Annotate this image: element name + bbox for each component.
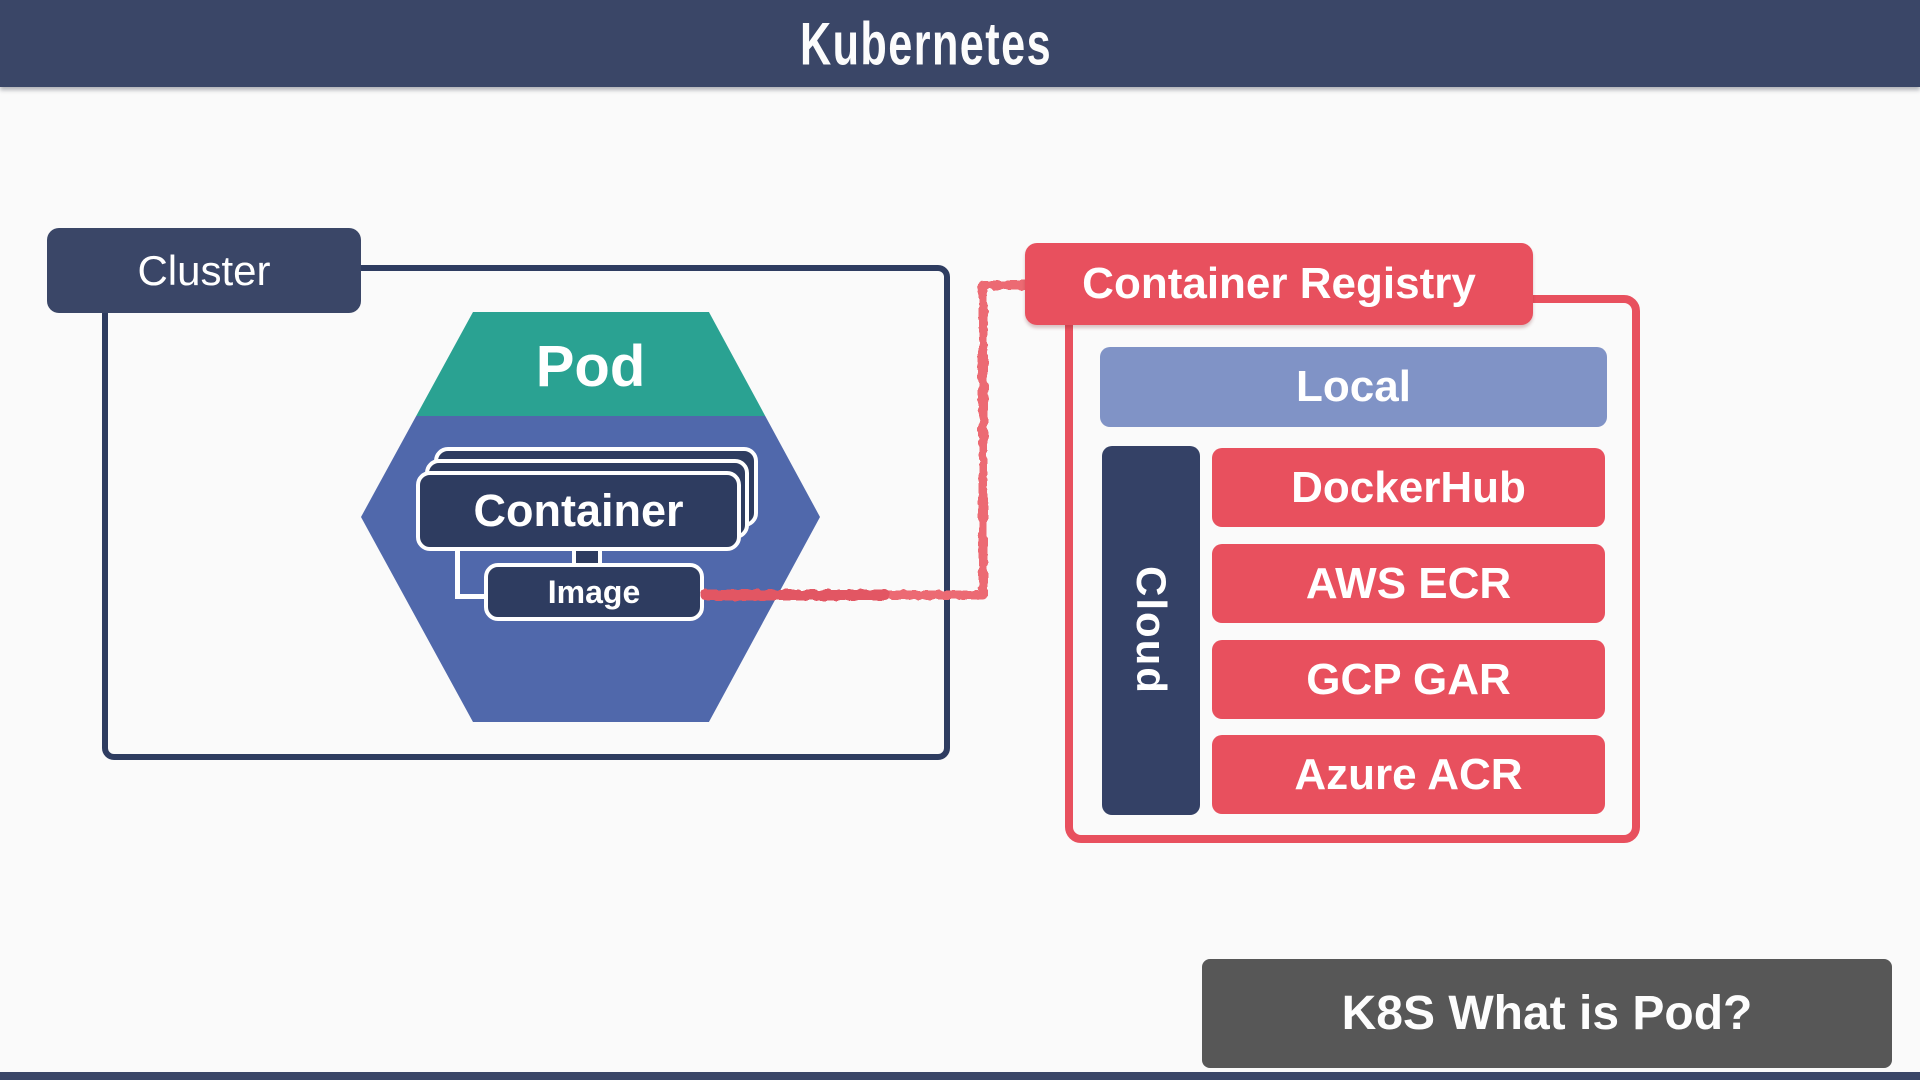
registry-row-dockerhub: DockerHub — [1212, 448, 1605, 527]
container-image-bracket-horizontal — [455, 594, 487, 599]
footer-bar — [0, 1072, 1920, 1080]
container-card-front: Container — [416, 471, 741, 551]
registry-cloud-label: Cloud — [1128, 566, 1175, 695]
registry-title-badge: Container Registry — [1025, 243, 1533, 325]
registry-row-aws-ecr: AWS ECR — [1212, 544, 1605, 623]
cluster-label: Cluster — [47, 228, 361, 313]
image-box: Image — [484, 563, 704, 621]
registry-cloud-bar: Cloud — [1102, 446, 1200, 815]
caption-box: K8S What is Pod? — [1202, 959, 1892, 1068]
pod-title: Pod — [535, 333, 646, 399]
page-title: Kubernetes — [799, 10, 1053, 77]
registry-row-gcp-gar: GCP GAR — [1212, 640, 1605, 719]
header-bar: Kubernetes — [0, 0, 1920, 87]
registry-row-azure-acr: Azure ACR — [1212, 735, 1605, 814]
registry-local-bar: Local — [1100, 347, 1607, 427]
container-image-bracket-vertical — [455, 551, 460, 599]
